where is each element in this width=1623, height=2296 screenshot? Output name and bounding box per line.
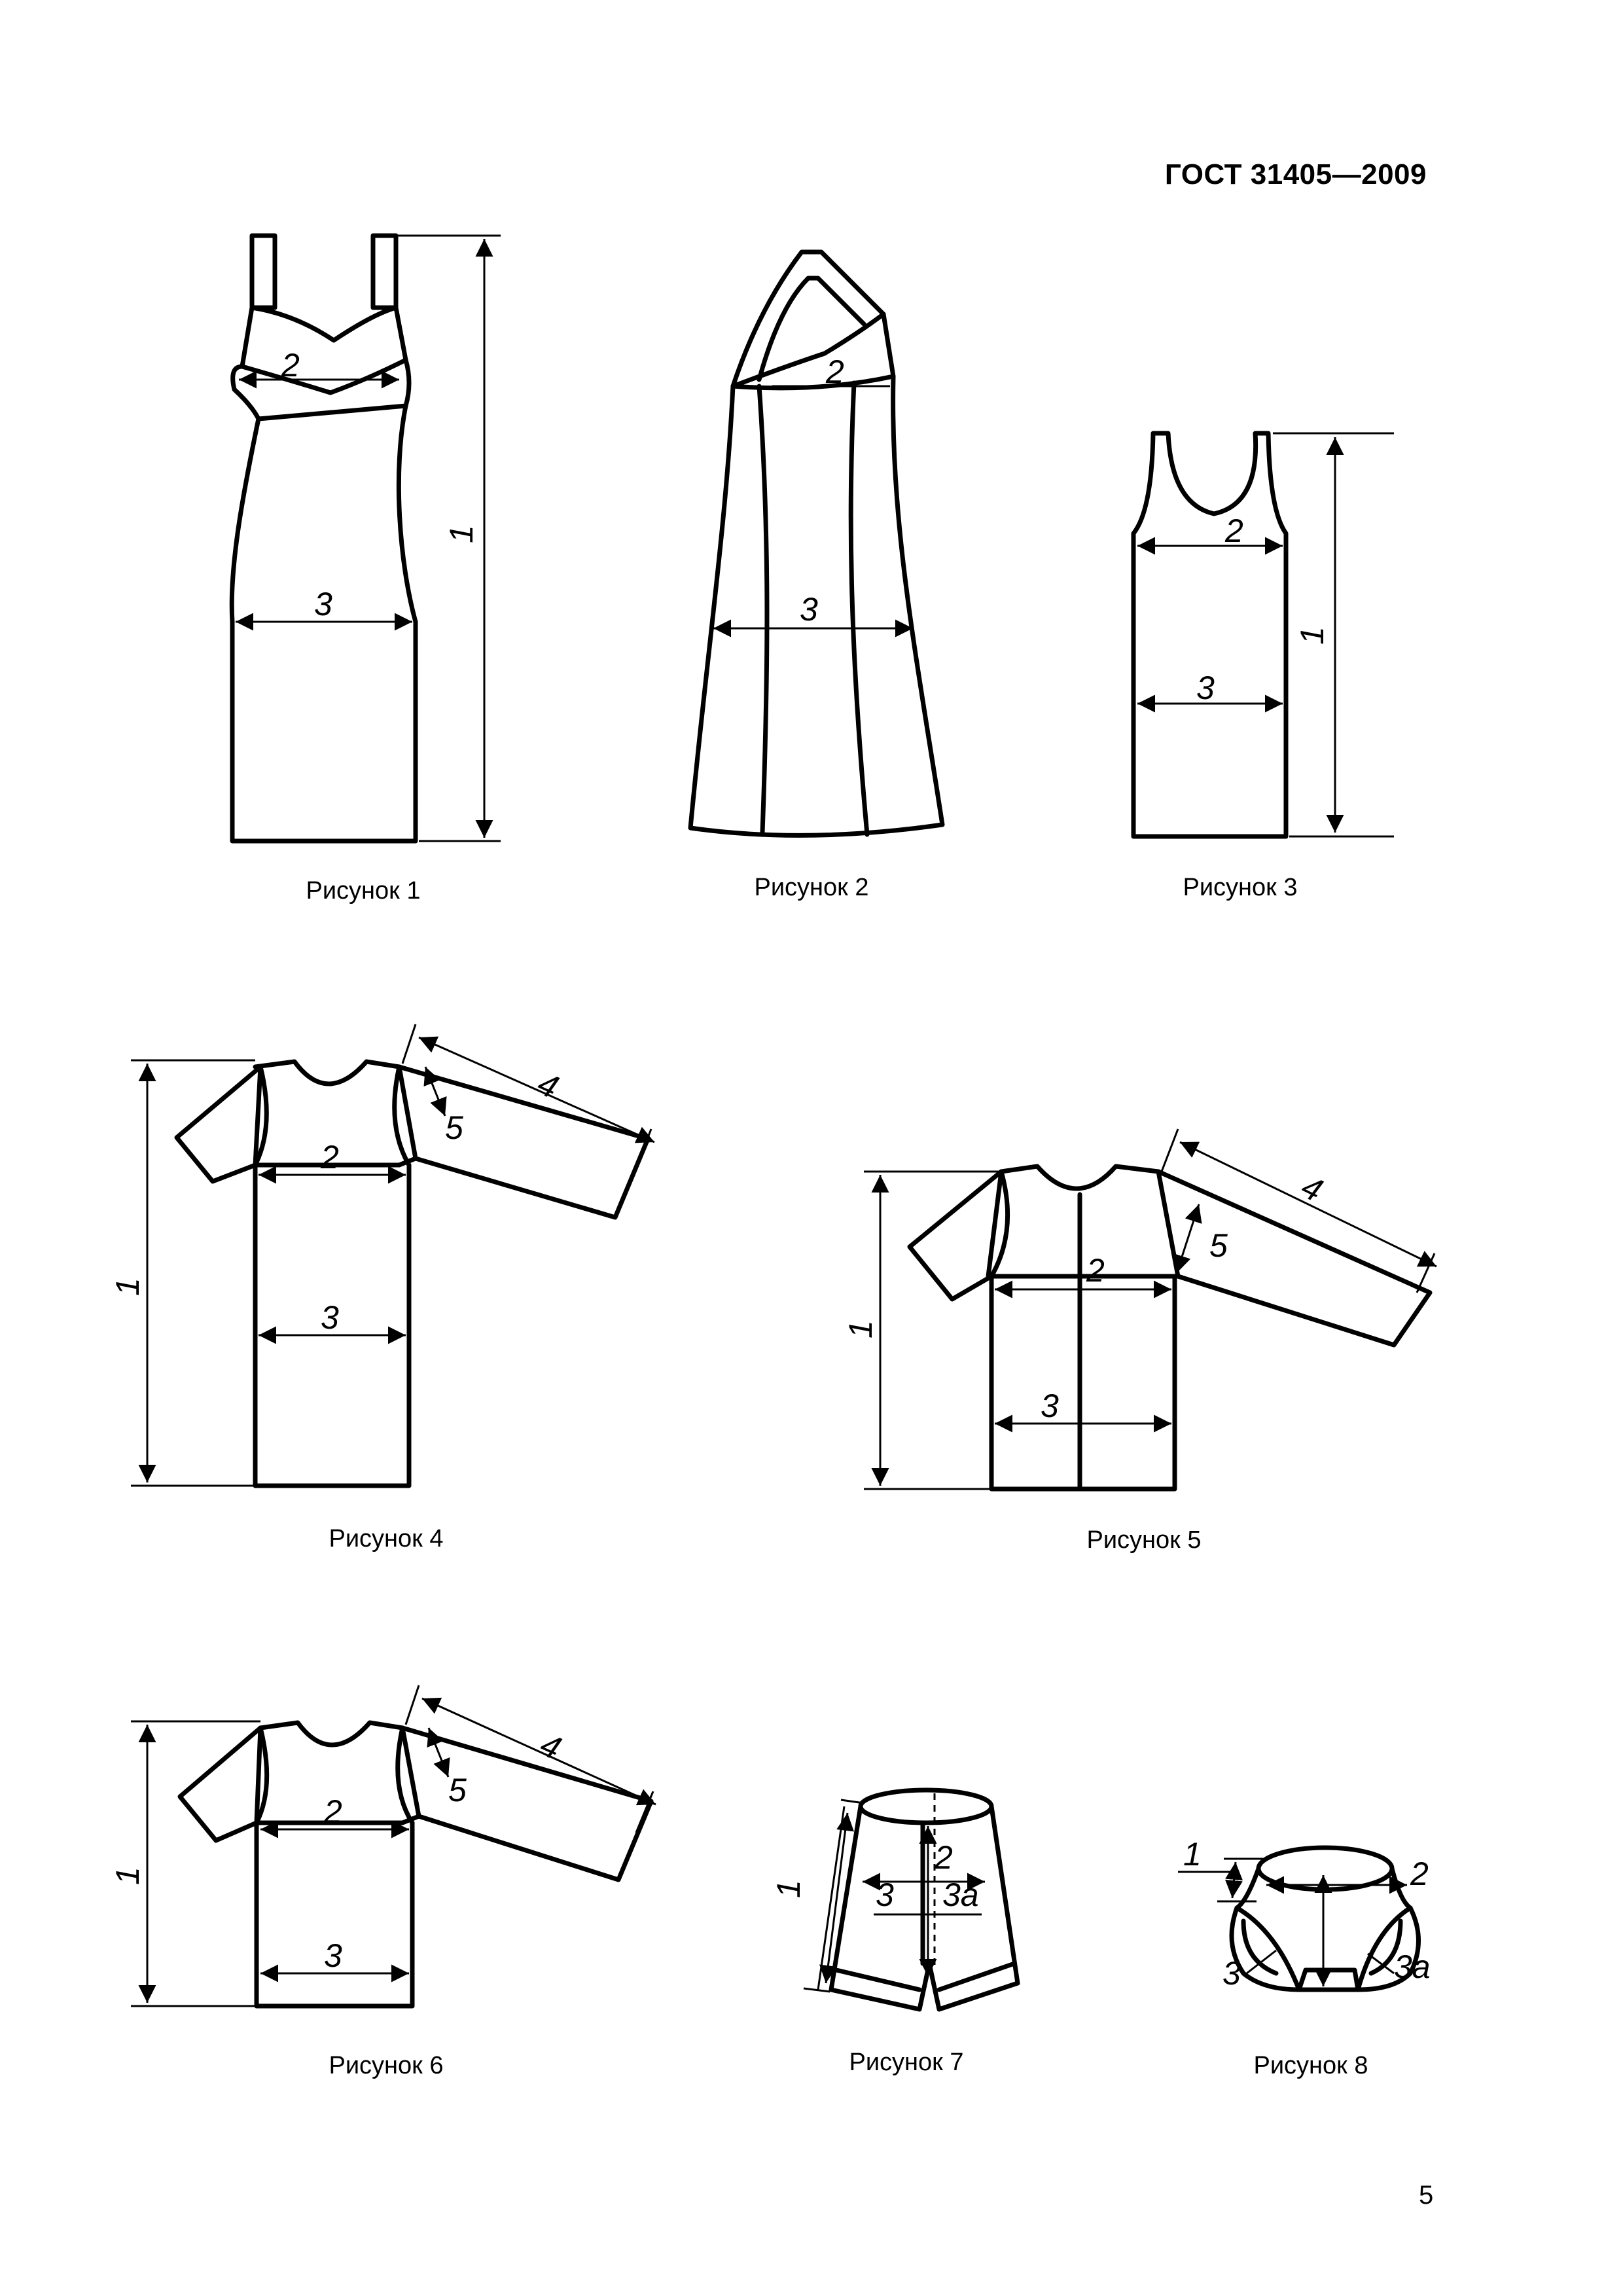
label-fig5-2: 2: [1086, 1252, 1105, 1289]
caption-figure-7: Рисунок 7: [849, 2049, 964, 2076]
label-fig3-2: 2: [1224, 512, 1243, 549]
label-fig4-3: 3: [321, 1299, 339, 1336]
label-fig1-3: 3: [314, 586, 332, 622]
document-code: ГОСТ 31405—2009: [1164, 158, 1427, 190]
caption-figure-1: Рисунок 1: [306, 877, 421, 905]
label-fig1-2: 2: [281, 347, 300, 384]
figure-4-nightgown-set-in-sleeve: 4 5 2 3 1: [109, 1024, 655, 1488]
label-fig5-3: 3: [1041, 1388, 1059, 1424]
caption-figure-3: Рисунок 3: [1183, 874, 1298, 901]
label-fig5-4: 4: [1296, 1168, 1329, 1210]
figure-5-robe-raglan-sleeve: 4 5 2 3 1: [842, 1128, 1437, 1492]
figure-2-one-shoulder-dress: 2 3: [688, 249, 945, 838]
label-fig7-3: 3: [876, 1876, 894, 1913]
figure-1-slip-dress: 2 3 1: [229, 233, 501, 844]
label-fig6-1: 1: [109, 1867, 146, 1885]
figure-7-shorts: 1 2 3 3а: [770, 1787, 1020, 2012]
label-fig4-2: 2: [320, 1139, 339, 1175]
label-fig8-1: 1: [1183, 1836, 1202, 1873]
caption-figure-8: Рисунок 8: [1253, 2052, 1368, 2079]
label-fig5-1: 1: [842, 1320, 879, 1338]
figure-3-tank-top: 2 3 1: [1131, 431, 1394, 839]
label-fig5-5: 5: [1209, 1227, 1228, 1264]
label-fig3-1: 1: [1294, 626, 1330, 645]
label-fig1-1: 1: [443, 525, 480, 543]
caption-figure-2: Рисунок 2: [754, 874, 869, 901]
label-fig4-5: 5: [445, 1109, 463, 1146]
label-fig6-4: 4: [535, 1726, 567, 1767]
page-number: 5: [1419, 2181, 1434, 2210]
label-fig7-2: 2: [934, 1839, 953, 1876]
label-fig7-1: 1: [770, 1880, 807, 1898]
label-fig4-1: 1: [109, 1278, 146, 1296]
label-fig8-2: 2: [1410, 1856, 1429, 1892]
figure-8-briefs: 1 2 3 3а: [1178, 1836, 1431, 1992]
caption-figure-4: Рисунок 4: [329, 1525, 444, 1552]
label-fig2-3: 3: [800, 591, 818, 628]
label-fig8-3: 3: [1222, 1955, 1241, 1992]
label-fig7-3a: 3а: [942, 1876, 979, 1913]
label-fig8-3a: 3а: [1394, 1948, 1431, 1985]
label-fig3-3: 3: [1196, 670, 1215, 706]
label-fig6-3: 3: [324, 1937, 342, 1974]
caption-figure-6: Рисунок 6: [329, 2052, 444, 2079]
label-fig2-2: 2: [825, 353, 844, 390]
figure-6-top-set-in-sleeve: 4 5 2 3 1: [109, 1685, 656, 2009]
label-fig6-5: 5: [448, 1772, 467, 1808]
caption-figure-5: Рисунок 5: [1086, 1526, 1202, 1554]
label-fig6-2: 2: [323, 1793, 342, 1830]
